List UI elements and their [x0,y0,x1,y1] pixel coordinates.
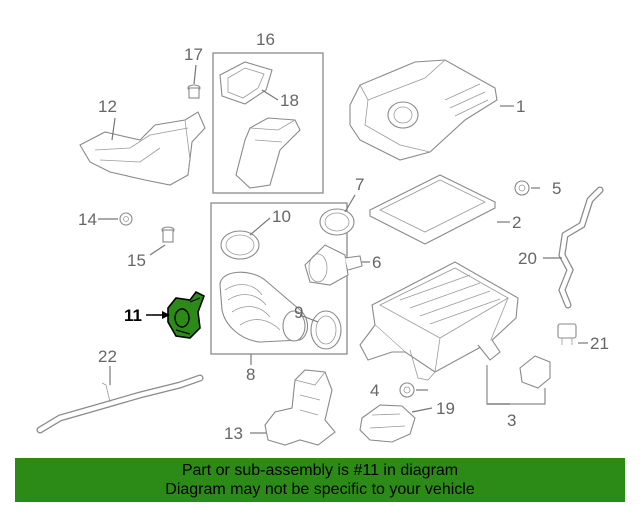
group-box-8 [210,202,348,355]
part-3-bracket [519,355,551,389]
part-4-grommet [399,382,415,398]
callout-7: 7 [355,175,364,194]
part-10-clamp [220,230,260,260]
banner-line-1: Part or sub-assembly is #11 in diagram [181,462,459,479]
part-1-air-cleaner-cover [349,59,498,161]
part-16-resonator-assembly [235,117,301,189]
callout-17: 17 [184,45,203,64]
part-21-connector [557,323,577,345]
callout-9: 9 [294,303,303,322]
callout-19: 19 [436,399,455,418]
part-2-air-filter [368,174,497,245]
callout-5: 5 [552,179,561,198]
group-box-16 [212,52,324,194]
banner-line-2: Diagram may not be specific to your vehi… [165,481,475,498]
part-6-maf-sensor [304,244,363,286]
callout-18: 18 [280,91,299,110]
callout-3: 3 [507,411,516,430]
part-9-clamp [310,310,342,350]
callout-1: 1 [516,97,525,116]
part-12-inlet-duct [79,111,206,186]
callout-10: 10 [272,207,291,226]
part-17-push-pin [187,84,201,99]
part-3-air-cleaner-housing [359,261,519,381]
leader-arrow-11 [146,311,170,319]
part-14-grommet [119,212,133,226]
callout-13: 13 [224,424,243,443]
callout-11: 11 [124,306,142,325]
callout-2: 2 [512,213,521,232]
leader-lines [98,64,588,434]
callout-22: 22 [98,347,117,366]
part-18-seal [219,61,273,105]
callout-8: 8 [246,365,255,384]
part-5-grommet [514,180,530,196]
part-22-drain-tube [36,374,204,434]
callout-16: 16 [256,30,275,49]
part-info-banner: Part or sub-assembly is #11 in diagram D… [15,458,625,502]
part-8-outlet-duct [219,271,309,343]
part-15-push-pin [161,226,175,243]
part-7-clamp [319,208,355,236]
part-20-vent-hose [558,186,604,309]
callout-15: 15 [127,251,146,270]
callout-12: 12 [98,97,117,116]
callout-14: 14 [78,210,97,229]
part-19-cover [359,404,416,443]
callout-6: 6 [372,253,381,272]
callout-4: 4 [370,381,379,400]
callout-20: 20 [518,249,537,268]
part-13-bracket-duct [264,369,336,446]
part-11-resonator [167,290,206,339]
parts-diagram: 1 2 3 4 5 6 7 8 9 10 11 12 13 14 15 16 1… [36,30,609,446]
callout-21: 21 [590,334,609,353]
group-bracket-3 [486,365,546,405]
